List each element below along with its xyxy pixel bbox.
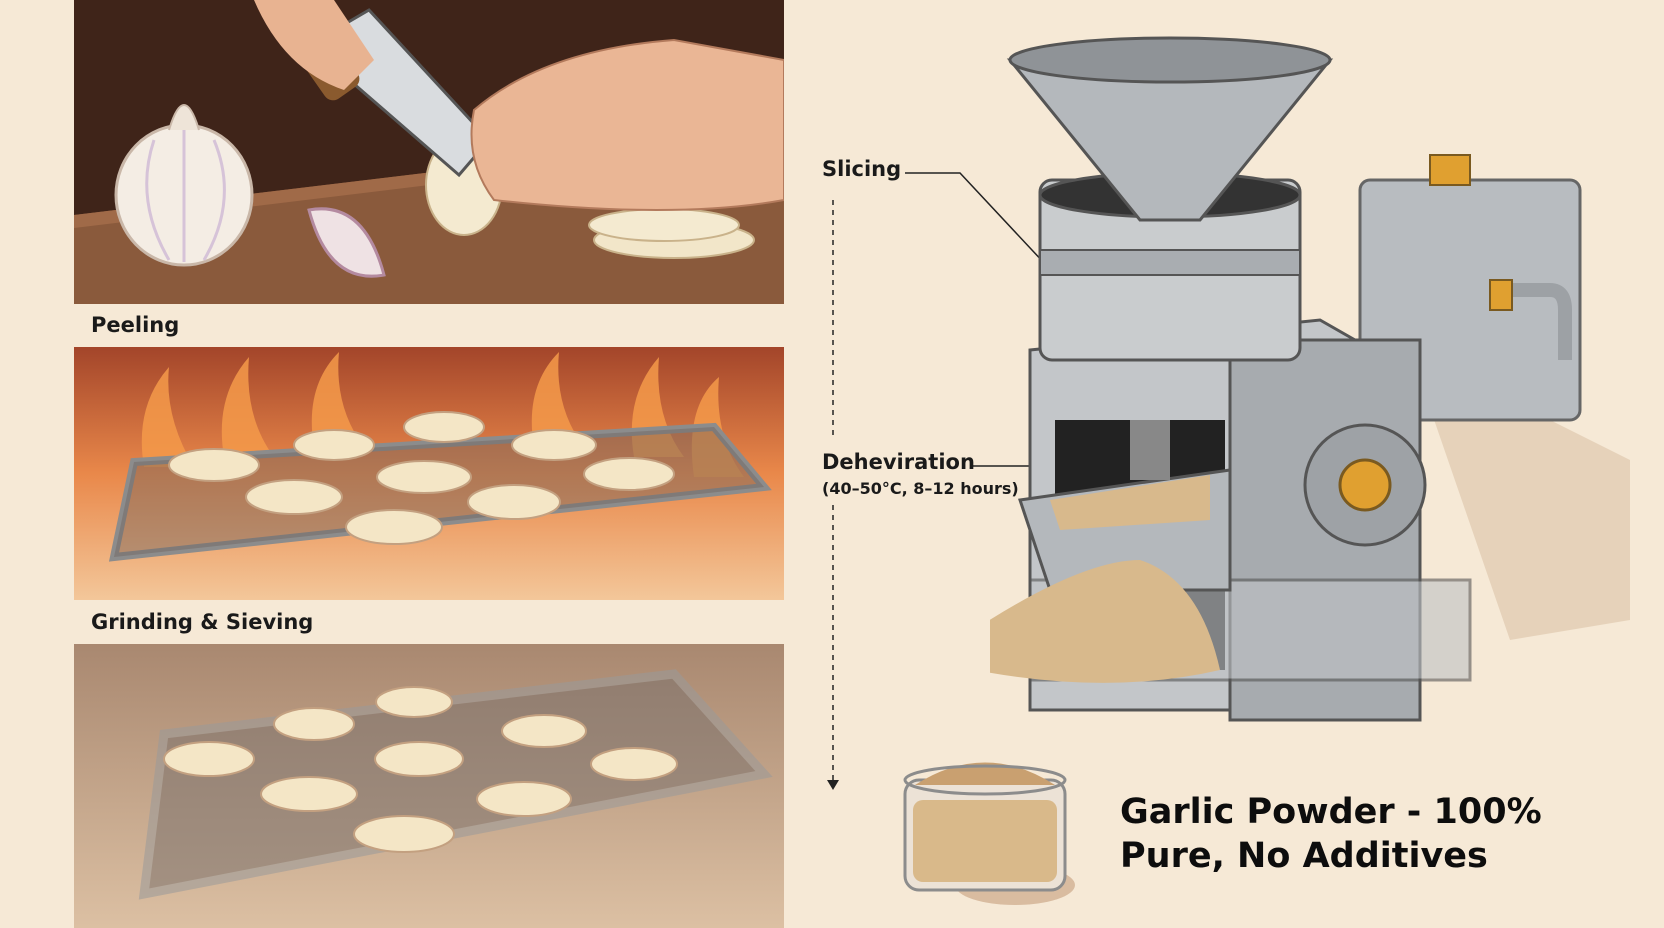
final-line-2: Pure, No Additives bbox=[1120, 836, 1488, 876]
grinding-machine-illustration bbox=[990, 36, 1630, 722]
step-peeling-label: Peeling bbox=[91, 313, 180, 337]
garlic-clove-icon bbox=[307, 207, 386, 278]
hand-icon bbox=[470, 38, 784, 211]
arrow-down-icon bbox=[827, 780, 839, 790]
step-dehydration-label: Deheviration bbox=[822, 450, 975, 474]
final-product-caption: Garlic Powder - 100% Pure, No Additives bbox=[1120, 790, 1542, 878]
step-grinding-label: Grinding & Sieving bbox=[91, 610, 314, 634]
powder-pile-icon bbox=[990, 560, 1220, 683]
slicing-illustration bbox=[74, 0, 784, 304]
brass-knob-icon bbox=[1338, 458, 1392, 512]
powder-jar-icon bbox=[903, 762, 1075, 905]
dehydration-detail: (40–50°C, 8–12 hours) bbox=[822, 479, 1019, 498]
final-line-1: Garlic Powder - 100% bbox=[1120, 792, 1542, 832]
dried-slices-illustration bbox=[74, 644, 784, 928]
brass-cap-icon bbox=[1429, 154, 1471, 186]
garlic-bulb-icon bbox=[114, 104, 254, 267]
step-slicing-label: Slicing bbox=[822, 157, 902, 181]
drying-illustration bbox=[74, 347, 784, 600]
